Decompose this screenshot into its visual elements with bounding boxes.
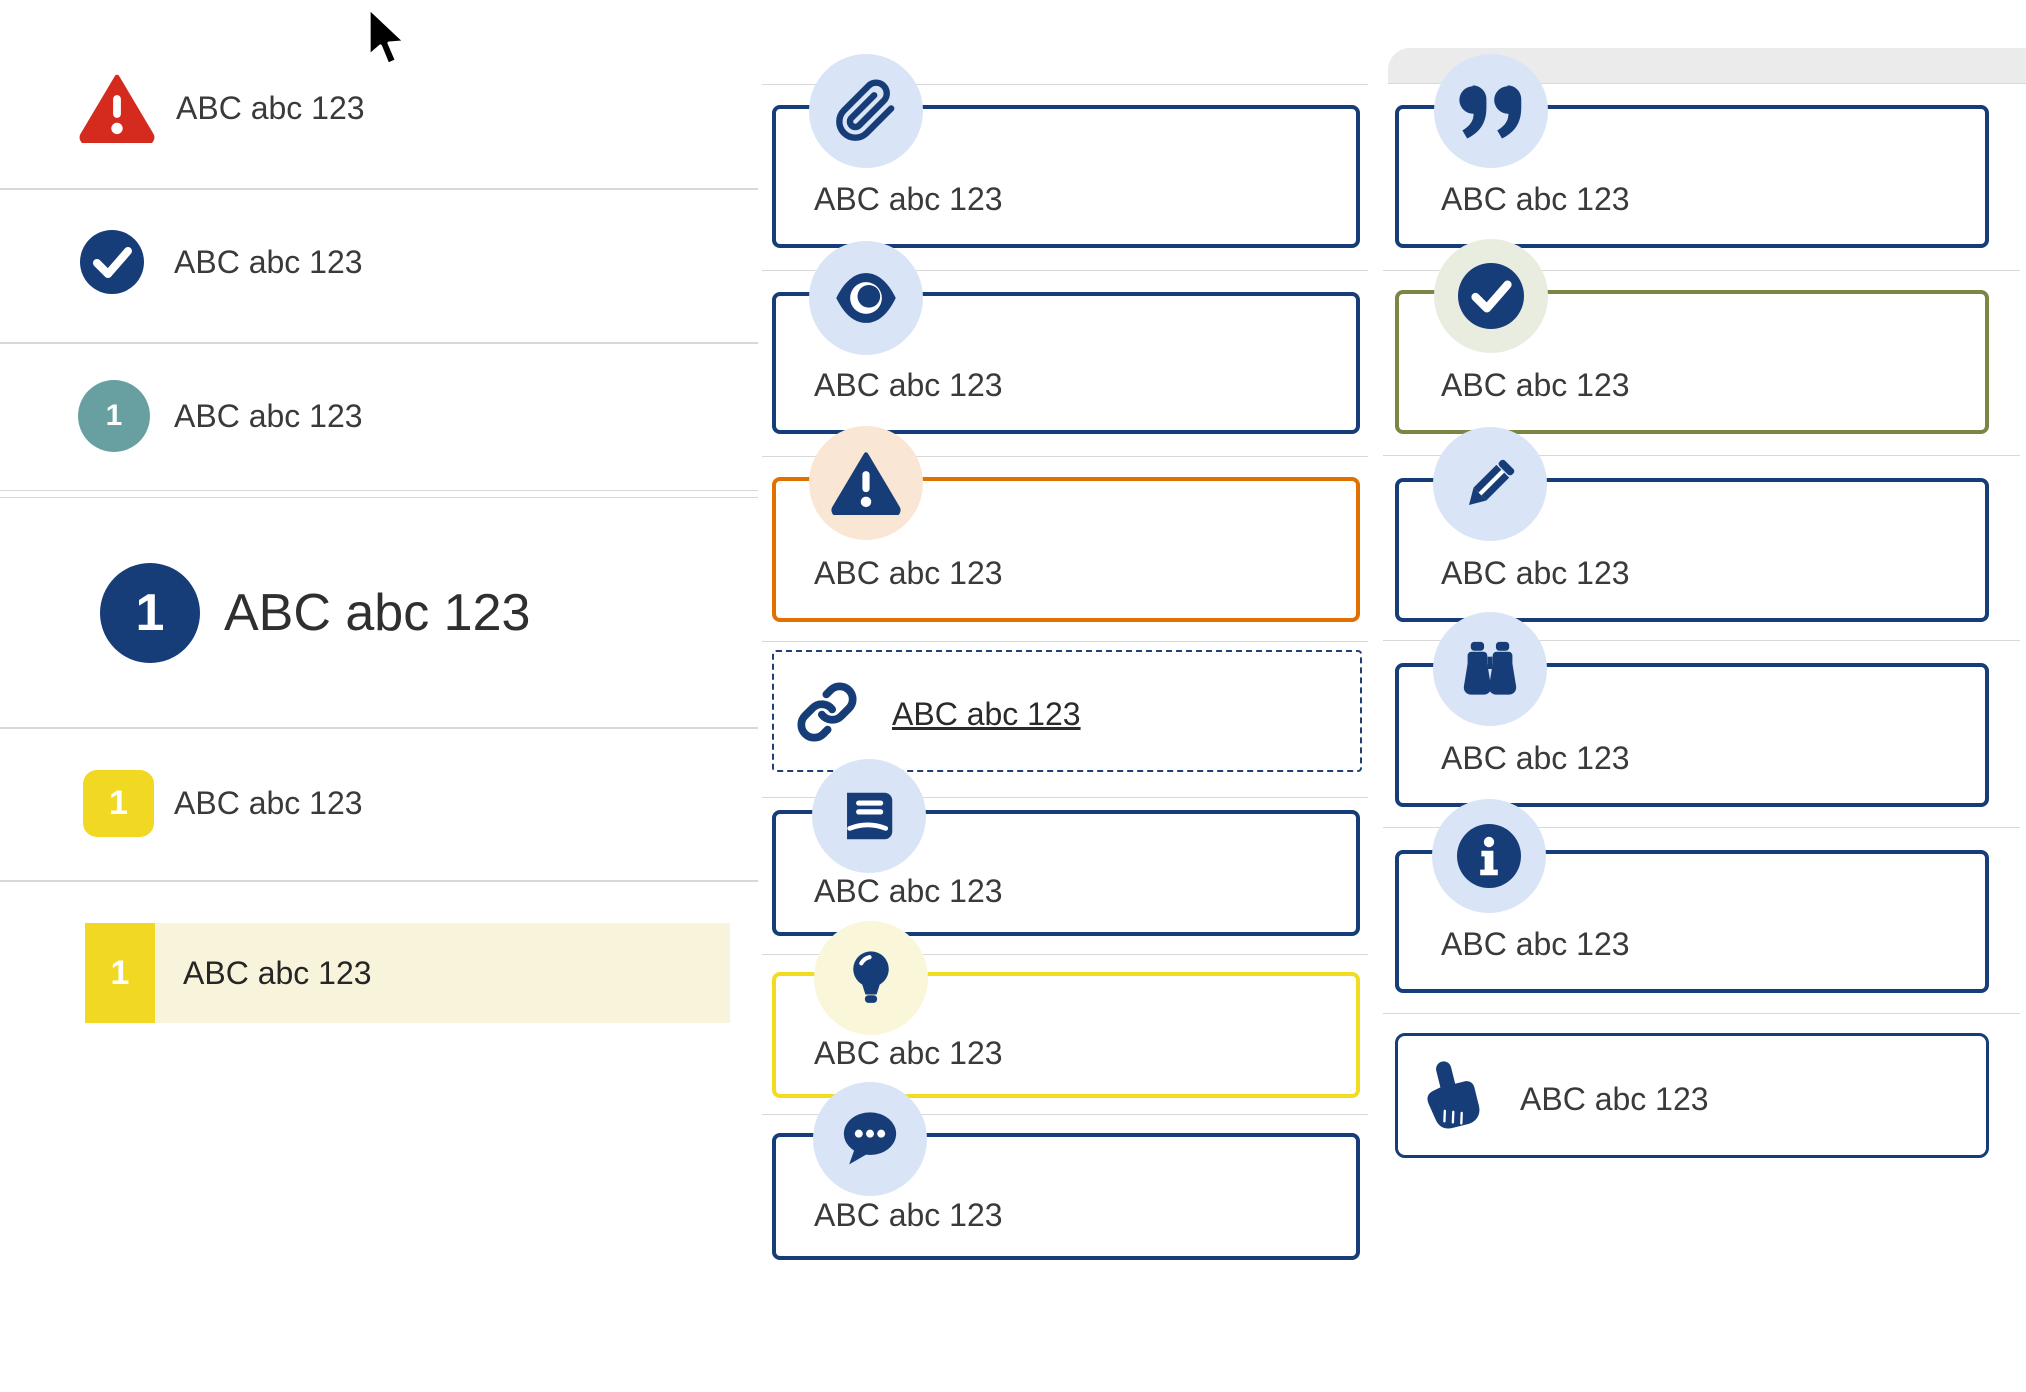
callout-view: ABC abc 123 xyxy=(772,292,1360,434)
list-item-step-large: 1 ABC abc 123 xyxy=(100,563,530,663)
callout-edit: ABC abc 123 xyxy=(1395,478,1989,622)
eye-icon xyxy=(809,241,923,355)
divider xyxy=(1383,827,2020,828)
divider xyxy=(762,456,1368,457)
divider xyxy=(762,797,1368,798)
warning-triangle-icon xyxy=(78,73,156,143)
divider xyxy=(1383,1013,2020,1014)
callout-label: ABC abc 123 xyxy=(1441,926,1630,962)
binoculars-icon xyxy=(1433,612,1547,726)
callout-quote: ABC abc 123 xyxy=(1395,105,1989,248)
info-icon xyxy=(1432,799,1546,913)
list-item-label: ABC abc 123 xyxy=(174,397,363,434)
list-item-check: ABC abc 123 xyxy=(80,230,363,294)
pointing-hand-icon xyxy=(1416,1058,1480,1134)
divider xyxy=(0,188,758,190)
callout-label: ABC abc 123 xyxy=(1441,181,1630,217)
divider xyxy=(1383,270,2020,271)
callout-link[interactable]: ABC abc 123 xyxy=(772,650,1362,772)
list-item-label: ABC abc 123 xyxy=(174,243,363,280)
number-badge: 1 xyxy=(85,923,155,1023)
list-item-warning: ABC abc 123 xyxy=(78,62,365,154)
divider xyxy=(762,1114,1368,1115)
divider xyxy=(762,954,1368,955)
callout-label: ABC abc 123 xyxy=(1441,740,1630,776)
speech-bubble-icon xyxy=(813,1082,927,1196)
paperclip-icon xyxy=(809,54,923,168)
step-number-badge: 1 xyxy=(78,380,150,452)
divider xyxy=(1383,640,2020,641)
divider xyxy=(0,497,758,498)
callout-label: ABC abc 123 xyxy=(814,1197,1003,1233)
divider xyxy=(0,880,758,882)
book-icon xyxy=(812,759,926,873)
list-item-numbered: 1 ABC abc 123 xyxy=(83,770,363,837)
callout-label: ABC abc 123 xyxy=(1520,1081,1709,1117)
callout-warning: ABC abc 123 xyxy=(772,477,1360,622)
callout-reference: ABC abc 123 xyxy=(772,810,1360,936)
callout-label: ABC abc 123 xyxy=(814,367,1003,403)
list-item-label: ABC abc 123 xyxy=(183,954,372,991)
callout-label: ABC abc 123 xyxy=(1441,555,1630,591)
list-item-label-large: ABC abc 123 xyxy=(224,584,531,642)
warning-triangle-icon xyxy=(809,426,923,540)
quote-icon xyxy=(1434,54,1548,168)
link-chain-icon xyxy=(796,678,858,746)
callout-label: ABC abc 123 xyxy=(814,555,1003,591)
list-item-step: 1 ABC abc 123 xyxy=(78,380,363,452)
divider xyxy=(762,84,1368,85)
check-circle-icon xyxy=(80,230,144,294)
list-item-label: ABC abc 123 xyxy=(174,785,363,821)
number-badge: 1 xyxy=(83,770,154,837)
divider xyxy=(0,342,758,344)
divider xyxy=(0,727,758,729)
pencil-icon xyxy=(1433,427,1547,541)
lightbulb-icon xyxy=(814,921,928,1035)
callout-action: ABC abc 123 xyxy=(1395,1033,1989,1158)
callout-link-text[interactable]: ABC abc 123 xyxy=(892,696,1081,732)
check-circle-icon xyxy=(1434,239,1548,353)
callout-label: ABC abc 123 xyxy=(814,181,1003,217)
divider xyxy=(1383,455,2020,456)
list-item-label: ABC abc 123 xyxy=(176,89,365,126)
divider xyxy=(762,270,1368,271)
callout-label: ABC abc 123 xyxy=(814,1035,1003,1071)
callout-label: ABC abc 123 xyxy=(814,873,1003,909)
step-number-badge-large: 1 xyxy=(100,563,200,663)
divider xyxy=(762,641,1368,642)
list-item-numbered-highlighted[interactable]: 1 ABC abc 123 xyxy=(85,923,730,1023)
callout-label: ABC abc 123 xyxy=(1441,367,1630,403)
divider xyxy=(0,490,758,491)
mouse-cursor xyxy=(366,6,414,70)
